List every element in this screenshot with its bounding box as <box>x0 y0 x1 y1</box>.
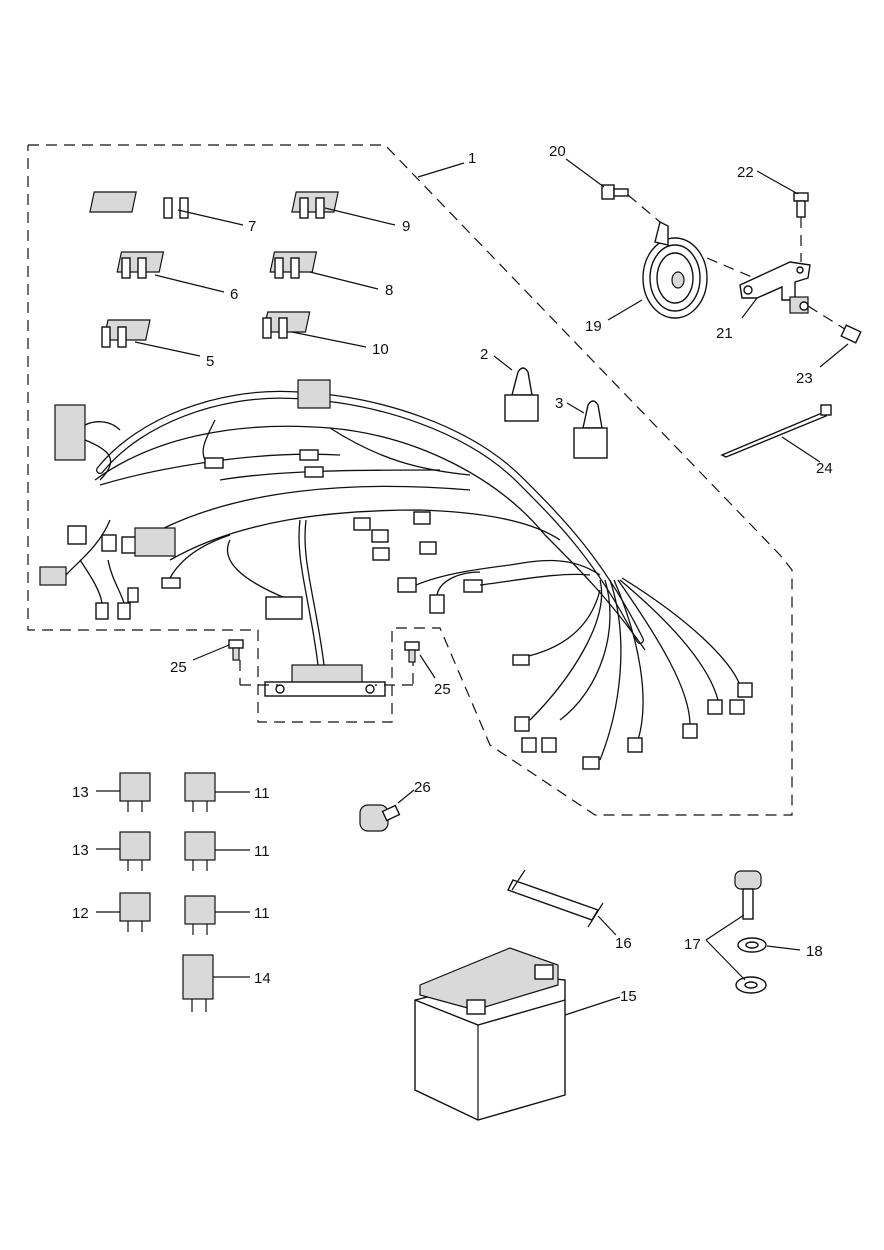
relay-13-mid <box>119 831 151 871</box>
callout-1: 1 <box>468 150 476 167</box>
relay-11-top <box>184 772 216 812</box>
horn-bracket <box>739 261 811 314</box>
nut <box>735 976 767 994</box>
callout-18: 18 <box>806 943 823 960</box>
callout-24: 24 <box>816 460 833 477</box>
callout-labels: 1 2 3 5 6 7 8 9 10 11 11 11 12 13 13 14 … <box>72 143 833 1005</box>
battery-strap <box>507 869 604 928</box>
callout-10: 10 <box>372 341 389 358</box>
relay-14 <box>182 954 214 1012</box>
callout-3: 3 <box>555 395 563 412</box>
horn-bolt <box>601 184 629 200</box>
callout-22: 22 <box>737 164 754 181</box>
callout-14: 14 <box>254 970 271 987</box>
callout-7: 7 <box>248 218 256 235</box>
horn <box>642 220 708 319</box>
battery-bolt <box>734 870 762 920</box>
control-box <box>264 664 386 697</box>
cable-tie <box>720 404 832 458</box>
callout-13-top: 13 <box>72 784 89 801</box>
washer <box>737 937 767 953</box>
callout-20: 20 <box>549 143 566 160</box>
battery <box>414 947 566 1121</box>
fuse-6 <box>116 251 165 279</box>
callout-9: 9 <box>402 218 410 235</box>
callout-11-mid: 11 <box>254 843 270 860</box>
relay-11-low <box>184 895 216 935</box>
terminal-boot-3 <box>573 400 608 459</box>
callout-25-right: 25 <box>434 681 451 698</box>
callout-25-left: 25 <box>170 659 187 676</box>
fuse-5 <box>101 319 151 348</box>
bracket-bolt <box>793 192 809 218</box>
fuse-7 <box>89 191 189 219</box>
fuse-9 <box>291 191 339 219</box>
relay-11-mid <box>184 831 216 871</box>
bracket-nut <box>840 324 862 344</box>
fuse-10 <box>262 311 311 339</box>
terminal-cap <box>359 804 401 832</box>
callout-5: 5 <box>206 353 214 370</box>
callout-21: 21 <box>716 325 733 342</box>
callout-6: 6 <box>230 286 238 303</box>
callout-8: 8 <box>385 282 393 299</box>
fuse-8 <box>269 251 318 279</box>
callout-11-top: 11 <box>254 785 270 802</box>
callout-19: 19 <box>585 318 602 335</box>
callout-17: 17 <box>684 936 701 953</box>
callout-26: 26 <box>414 779 431 796</box>
relay-13-top <box>119 772 151 812</box>
callout-16: 16 <box>615 935 632 952</box>
callout-2: 2 <box>480 346 488 363</box>
callout-11-low: 11 <box>254 905 270 922</box>
relay-12 <box>119 892 151 932</box>
callout-12: 12 <box>72 905 89 922</box>
callout-23: 23 <box>796 370 813 387</box>
callout-13-mid: 13 <box>72 842 89 859</box>
screw-25-left <box>228 639 244 661</box>
screw-25-right <box>404 641 420 663</box>
main-wiring-harness <box>39 379 753 770</box>
terminal-boot-2 <box>504 367 539 422</box>
callout-15: 15 <box>620 988 637 1005</box>
